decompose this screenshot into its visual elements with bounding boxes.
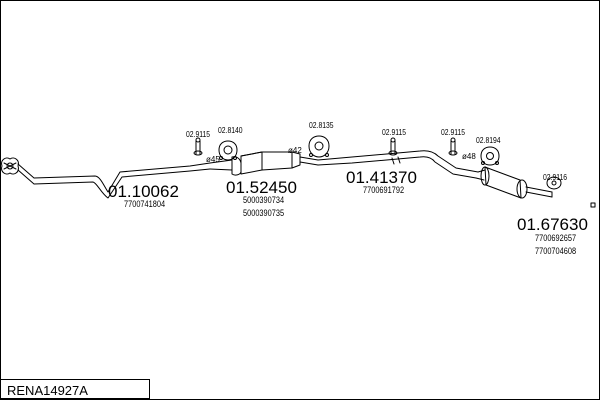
clamp-fitting-1	[193, 137, 203, 156]
fitting-part-number-1: 02.9115	[186, 130, 211, 139]
rear-silencer	[475, 166, 553, 199]
front-flange	[1, 157, 19, 175]
clamp-fitting-4	[388, 137, 398, 156]
pre-silencer	[209, 151, 319, 176]
pipe-diameter-1: ø45	[206, 155, 220, 164]
section-part-number-1: 01.10062	[108, 182, 179, 201]
fitting-part-number-5: 02.9115	[441, 128, 466, 137]
hanger-fitting-7	[546, 176, 562, 190]
gasket-fitting-3	[308, 135, 330, 158]
section-oem-number-4a: 7700692657	[535, 233, 577, 243]
assembly-reference-code: RENA14927A	[7, 383, 88, 398]
fitting-part-number-7: 02.9116	[543, 173, 568, 182]
assembly-reference-box: RENA14927A	[0, 379, 150, 399]
section-oem-number-4b: 7700704608	[535, 246, 577, 256]
fitting-part-number-2: 02.8140	[218, 126, 243, 135]
section-part-number-2: 01.52450	[226, 178, 297, 197]
tail-pipe-end	[590, 202, 596, 208]
pipe-diameter-3: ø48	[462, 152, 476, 161]
section-part-number-3: 01.41370	[346, 168, 417, 187]
fitting-part-number-3: 02.8135	[309, 121, 334, 130]
pipe-diameter-2: ø42	[288, 146, 302, 155]
section-oem-number-2a: 5000390734	[243, 195, 285, 205]
gasket-fitting-2	[218, 140, 238, 161]
intermediate-pipe	[317, 150, 479, 179]
fitting-part-number-4: 02.9115	[382, 128, 407, 137]
front-pipe	[17, 162, 211, 199]
fitting-part-number-6: 02.8194	[476, 136, 501, 145]
section-oem-number-3a: 7700691792	[363, 185, 405, 195]
gasket-fitting-6	[480, 146, 500, 166]
clamp-fitting-5	[448, 137, 458, 156]
section-oem-number-1a: 7700741804	[124, 199, 166, 209]
section-part-number-4: 01.67630	[517, 215, 588, 234]
section-oem-number-2b: 5000390735	[243, 208, 285, 218]
